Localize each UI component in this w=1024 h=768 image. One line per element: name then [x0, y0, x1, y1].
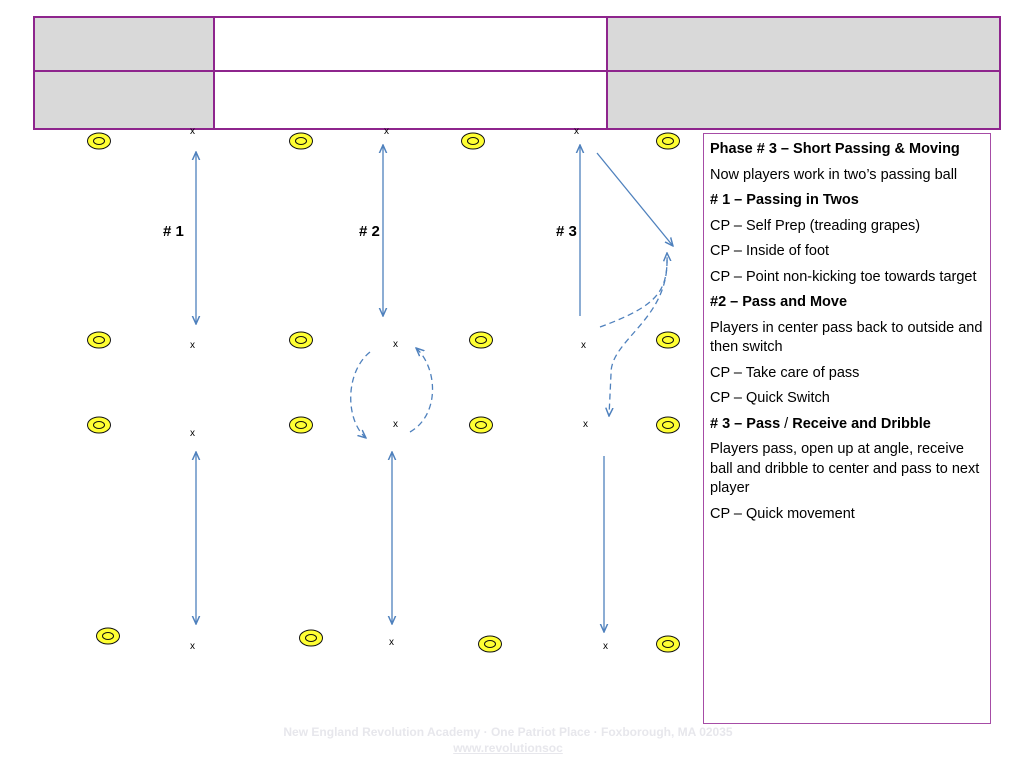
curve-arrow-3-upper — [599, 253, 667, 328]
player-marker: x — [393, 339, 398, 350]
cone-icon — [469, 331, 493, 349]
header-cell — [33, 16, 215, 72]
cone-icon — [469, 416, 493, 434]
footer: New England Revolution Academy · One Pat… — [200, 724, 816, 756]
arrow-3-diagonal — [596, 152, 673, 246]
coaching-point: CP – Quick movement — [710, 505, 855, 522]
cone-icon — [289, 331, 313, 349]
section-2-description: Players in center pass back to outside a… — [710, 319, 983, 356]
section-2-title: #2 – Pass and Move — [710, 294, 848, 310]
section-3-title-a: # 3 – Pass — [710, 415, 781, 432]
cone-icon — [87, 331, 111, 349]
section-1-title: # 1 – Passing in Twos — [710, 192, 859, 208]
instructions-panel: Phase # 3 – Short Passing & Moving Now p… — [703, 133, 991, 724]
phase-intro: Now players work in two’s passing ball — [710, 166, 958, 183]
coaching-point: CP – Take care of pass — [710, 364, 860, 381]
coaching-point: CP – Point non-kicking toe towards targe… — [710, 268, 977, 285]
cone-icon — [299, 629, 323, 647]
section-3-description: Players pass, open up at angle, receive … — [710, 441, 980, 496]
footer-link[interactable]: www.revolutionsoc — [453, 741, 563, 755]
player-markers: x x x x x x x x x x x x — [190, 126, 608, 652]
header-cell — [213, 16, 608, 72]
player-marker: x — [603, 641, 608, 652]
player-marker: x — [190, 428, 195, 439]
cone-icon — [478, 635, 502, 653]
header-cell — [606, 16, 1001, 72]
player-marker: x — [574, 126, 579, 137]
player-marker: x — [583, 419, 588, 430]
footer-address: New England Revolution Academy · One Pat… — [283, 725, 733, 739]
player-marker: x — [190, 126, 195, 137]
cone-icon — [656, 132, 680, 150]
coaching-point: CP – Quick Switch — [710, 390, 830, 406]
header-cell — [213, 70, 608, 130]
cone-icon — [656, 416, 680, 434]
player-marker: x — [190, 340, 195, 351]
player-marker: x — [384, 126, 389, 137]
phase-title: Phase # 3 – Short Passing & Moving — [710, 141, 960, 157]
header-cell — [33, 70, 215, 130]
coaching-point: CP – Inside of foot — [710, 243, 830, 259]
cone-icon — [461, 132, 485, 150]
player-marker: x — [581, 340, 586, 351]
header-table — [33, 16, 1001, 130]
coaching-point: CP – Self Prep (treading grapes) — [710, 217, 921, 234]
pass-arrows — [196, 145, 673, 632]
section-3-title-b: Receive and Dribble — [792, 415, 931, 432]
group-label-3: # 3 — [556, 223, 577, 240]
cone-icon — [289, 416, 313, 434]
player-marker: x — [389, 637, 394, 648]
curve-arrow-2-right — [409, 348, 434, 433]
movement-arrows — [350, 253, 668, 438]
cone-icon — [656, 331, 680, 349]
group-label-2: # 2 — [359, 223, 380, 240]
player-marker: x — [190, 641, 195, 652]
cone-icon — [87, 416, 111, 434]
cones — [87, 132, 680, 653]
section-3-title: # 3 – Pass / Receive and Dribble — [710, 415, 984, 435]
drill-field: # 1 # 2 # 3 x x x x x x x x x x x x — [87, 126, 680, 653]
header-cell — [606, 70, 1001, 130]
cone-icon — [87, 132, 111, 150]
group-label-1: # 1 — [163, 223, 184, 240]
curve-arrow-2-left — [350, 351, 371, 438]
cone-icon — [289, 132, 313, 150]
player-marker: x — [393, 419, 398, 430]
curve-arrow-3-lower — [609, 259, 668, 416]
cone-icon — [656, 635, 680, 653]
section-3-title-sep: / — [780, 415, 793, 432]
cone-icon — [96, 627, 120, 645]
